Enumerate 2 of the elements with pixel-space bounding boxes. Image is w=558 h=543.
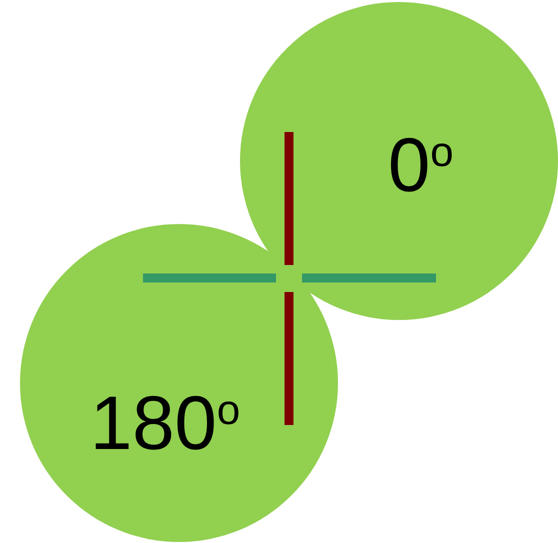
angle-label: 180$^{o}$: [90, 386, 240, 462]
angle-label: 0$^{o}$: [388, 128, 454, 204]
